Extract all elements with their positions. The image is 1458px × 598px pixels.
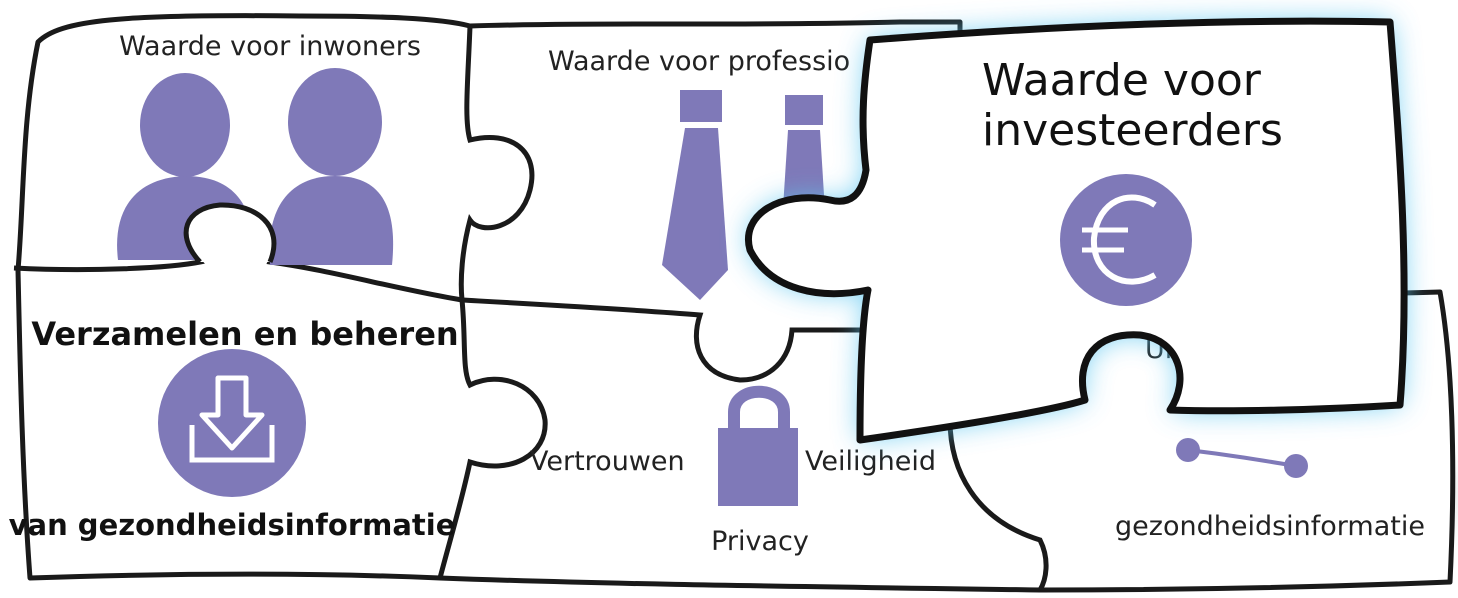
lock-icon: [718, 385, 798, 506]
privacy-label: Privacy: [711, 526, 809, 557]
seam-vertical-right-bottom: [947, 419, 1049, 592]
verzamelen-title: Verzamelen en beheren: [31, 315, 458, 353]
seam-vertical-left-bottom: [437, 299, 548, 579]
vertrouwen-label: Vertrouwen: [530, 446, 685, 477]
verzamelen-subtitle: van gezondheidsinformatie: [9, 508, 456, 542]
uitwisselen-bottom-label: gezondheidsinformatie: [1115, 511, 1425, 542]
inwoners-title: Waarde voor inwoners: [119, 31, 421, 62]
seam-horizontal-middle: [461, 297, 960, 383]
veiligheid-label: Veiligheid: [805, 446, 936, 477]
download-icon: [158, 349, 306, 497]
network-icon: [1176, 438, 1308, 478]
investeerders-title-line2: investeerders: [982, 105, 1283, 156]
puzzle-outer-border: [15, 13, 1456, 593]
euro-icon: [1060, 174, 1192, 306]
seam-vertical-left-top: [458, 25, 535, 301]
investeerders-title-line1: Waarde voor: [982, 55, 1262, 106]
seam-tab-overlay: [183, 202, 277, 264]
people-icon: [117, 68, 394, 265]
professionals-title: Waarde voor professio: [548, 46, 850, 77]
investeerders-piece[interactable]: Waarde voor investeerders: [745, 17, 1408, 444]
